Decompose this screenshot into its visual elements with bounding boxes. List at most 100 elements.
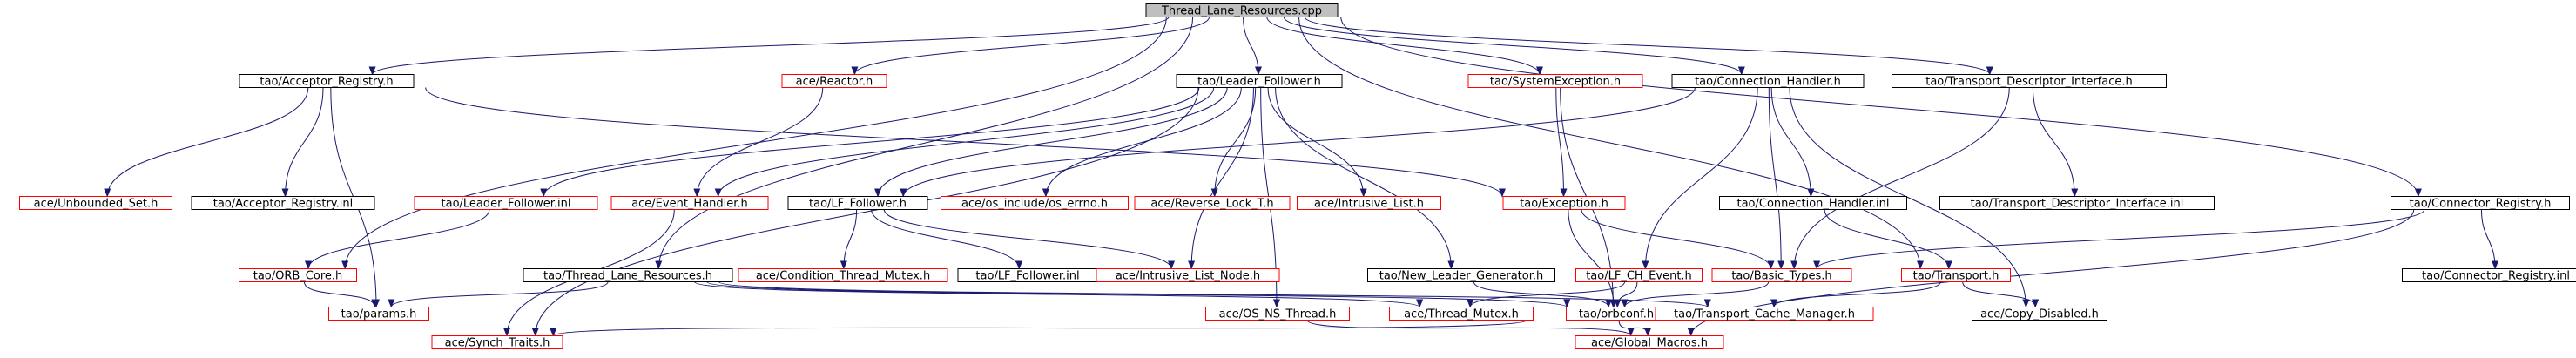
node-evh-h[interactable]: ace/Event_Handler.h — [610, 196, 769, 211]
node-label: tao/SystemException.h — [1490, 76, 1621, 89]
edge-exception-h-to-basic-types-h — [1581, 209, 1775, 270]
edge-orbconf-h-to-synch-traits-h — [550, 320, 1527, 337]
node-label: ace/Unbounded_Set.h — [34, 198, 158, 211]
node-root[interactable]: Thread_Lane_Resources.cpp — [1145, 3, 1339, 18]
node-copy-disabled-h[interactable]: ace/Copy_Disabled.h — [1972, 307, 2107, 321]
edge-transport-h-to-copy-disabled-h — [1962, 281, 2040, 308]
node-tcm-h[interactable]: tao/Transport_Cache_Manager.h — [1655, 307, 1874, 321]
node-label: ace/Copy_Disabled.h — [1980, 308, 2099, 321]
node-exception-h[interactable]: tao/Exception.h — [1502, 196, 1626, 211]
node-label: tao/Transport_Descriptor_Interface.inl — [1971, 198, 2184, 211]
node-box — [1467, 74, 1643, 88]
node-cond-mutex-h[interactable]: ace/Condition_Thread_Mutex.h — [738, 268, 948, 283]
node-lf-h[interactable]: tao/Leader_Follower.h — [1176, 74, 1343, 89]
edge-root-to-conn-handler-h — [1283, 17, 1745, 76]
node-label: tao/Exception.h — [1520, 198, 1608, 211]
node-label: ace/Reverse_Lock_T.h — [1150, 198, 1273, 211]
node-nlg-h[interactable]: tao/New_Leader_Generator.h — [1367, 268, 1555, 283]
node-label: ace/Synch_Traits.h — [445, 337, 550, 350]
node-label: tao/Leader_Follower.h — [1197, 76, 1321, 89]
node-basic-types-h[interactable]: tao/Basic_Types.h — [1711, 268, 1852, 283]
edge-lf-h-to-nlg-h — [1275, 87, 1455, 270]
node-label: tao/ORB_Core.h — [253, 270, 343, 283]
node-conn-reg-inl[interactable]: tao/Connector_Registry.inl — [2402, 268, 2576, 283]
node-lf-follower-h[interactable]: tao/LF_Follower.h — [787, 196, 928, 211]
node-box — [1575, 268, 1703, 282]
edge-lf-h-to-intr-list-node-h — [1188, 87, 1254, 270]
node-lf-follower-inl[interactable]: tao/LF_Follower.inl — [957, 268, 1098, 283]
node-os-ns-thread-h[interactable]: ace/OS_NS_Thread.h — [1205, 307, 1350, 321]
edge-orb-core-h-to-params-h — [303, 281, 379, 308]
edge-conn-handler-h-to-copy-disabled-h — [1789, 87, 2030, 308]
edge-root-to-acc-reg-h — [368, 17, 1170, 76]
node-rev-lock-h[interactable]: ace/Reverse_Lock_T.h — [1134, 196, 1291, 211]
node-acc-reg-h[interactable]: tao/Acceptor_Registry.h — [239, 74, 415, 89]
node-box — [1205, 307, 1350, 321]
edge-tlr-h-to-tcm-h — [718, 281, 1711, 308]
node-conn-reg-h[interactable]: tao/Connector_Registry.h — [2391, 196, 2570, 211]
node-lf-ch-event-h[interactable]: tao/LF_CH_Event.h — [1575, 268, 1703, 283]
edge-basic-types-h-to-orbconf-h — [1621, 281, 1770, 308]
node-reactor-h[interactable]: ace/Reactor.h — [781, 74, 887, 89]
node-unb-set-h[interactable]: ace/Unbounded_Set.h — [19, 196, 172, 211]
edge-transport-h-to-tcm-h — [1770, 281, 1941, 308]
node-box — [787, 196, 928, 210]
node-box — [1145, 3, 1339, 17]
edge-lf-h-to-lf-follower-h — [874, 87, 1228, 198]
node-intr-list-node-h[interactable]: ace/Intrusive_List_Node.h — [1096, 268, 1280, 283]
node-orb-core-h[interactable]: tao/ORB_Core.h — [239, 268, 357, 283]
edge-lf-follower-h-to-cond-mutex-h — [840, 209, 858, 270]
node-lf-inl[interactable]: tao/Leader_Follower.inl — [414, 196, 598, 211]
edge-conn-handler-h-to-basic-types-h — [1768, 87, 1785, 270]
node-box — [1134, 196, 1291, 210]
node-tlr-h[interactable]: tao/Thread_Lane_Resources.h — [523, 268, 733, 283]
edge-lf-inl-to-orb-core-h — [305, 209, 490, 270]
node-label: ace/Thread_Mutex.h — [1404, 308, 1519, 321]
node-box — [1901, 268, 2011, 282]
node-thread-mutex-h[interactable]: ace/Thread_Mutex.h — [1389, 307, 1534, 321]
edge-lf-h-to-synch-traits-h — [531, 87, 1199, 337]
edge-root-to-tdi-h — [1304, 17, 1993, 76]
edge-sysexc-h-to-exception-h — [1555, 87, 1568, 198]
node-global-macros-h[interactable]: ace/Global_Macros.h — [1575, 335, 1724, 350]
node-params-h[interactable]: tao/params.h — [328, 307, 429, 321]
node-conn-handler-h[interactable]: tao/Connection_Handler.h — [1671, 74, 1865, 89]
node-box — [1972, 307, 2107, 321]
node-tdi-inl[interactable]: tao/Transport_Descriptor_Interface.inl — [1939, 196, 2215, 211]
node-transport-h[interactable]: tao/Transport.h — [1901, 268, 2011, 283]
node-box — [941, 196, 1129, 210]
node-synch-traits-h[interactable]: ace/Synch_Traits.h — [431, 335, 563, 350]
node-label: tao/LF_CH_Event.h — [1586, 270, 1692, 283]
node-box — [781, 74, 887, 88]
edge-root-to-conn-reg-h — [1340, 17, 2422, 198]
node-box — [2402, 268, 2576, 282]
node-box — [1671, 74, 1865, 88]
node-label: tao/Connector_Registry.h — [2410, 198, 2552, 211]
node-box — [738, 268, 948, 282]
node-sysexc-h[interactable]: tao/SystemException.h — [1467, 74, 1643, 89]
edge-acc-reg-h-to-acc-reg-inl — [281, 87, 324, 198]
node-label: tao/Transport_Descriptor_Interface.h — [1925, 76, 2133, 89]
edge-os-ns-thread-h-to-global-macros-h — [1306, 320, 1635, 337]
node-box — [523, 268, 733, 282]
node-label: tao/Connector_Registry.inl — [2422, 270, 2570, 283]
node-label: Thread_Lane_Resources.cpp — [1161, 5, 1322, 18]
edge-conn-reg-h-to-conn-reg-inl — [2480, 209, 2499, 270]
node-orbconf-h[interactable]: tao/orbconf.h — [1566, 307, 1667, 321]
node-label: ace/os_include/os_errno.h — [961, 198, 1108, 211]
node-box — [1502, 196, 1626, 210]
node-label: tao/New_Leader_Generator.h — [1379, 270, 1544, 283]
node-intr-list-h[interactable]: ace/Intrusive_List.h — [1297, 196, 1441, 211]
edge-acc-reg-h-to-unb-set-h — [104, 87, 309, 198]
node-tdi-h[interactable]: tao/Transport_Descriptor_Interface.h — [1892, 74, 2167, 89]
node-conn-handler-inl[interactable]: tao/Connection_Handler.inl — [1719, 196, 1907, 211]
node-label: ace/Global_Macros.h — [1591, 337, 1708, 350]
node-label: tao/params.h — [341, 308, 417, 321]
edge-root-to-lf-h — [1243, 17, 1262, 76]
edge-conn-handler-inl-to-transport-h — [1824, 209, 1952, 270]
node-os-errno-h[interactable]: ace/os_include/os_errno.h — [941, 196, 1129, 211]
node-label: ace/Intrusive_List.h — [1314, 198, 1424, 211]
node-box — [1655, 307, 1874, 321]
node-acc-reg-inl[interactable]: tao/Acceptor_Registry.inl — [191, 196, 375, 211]
